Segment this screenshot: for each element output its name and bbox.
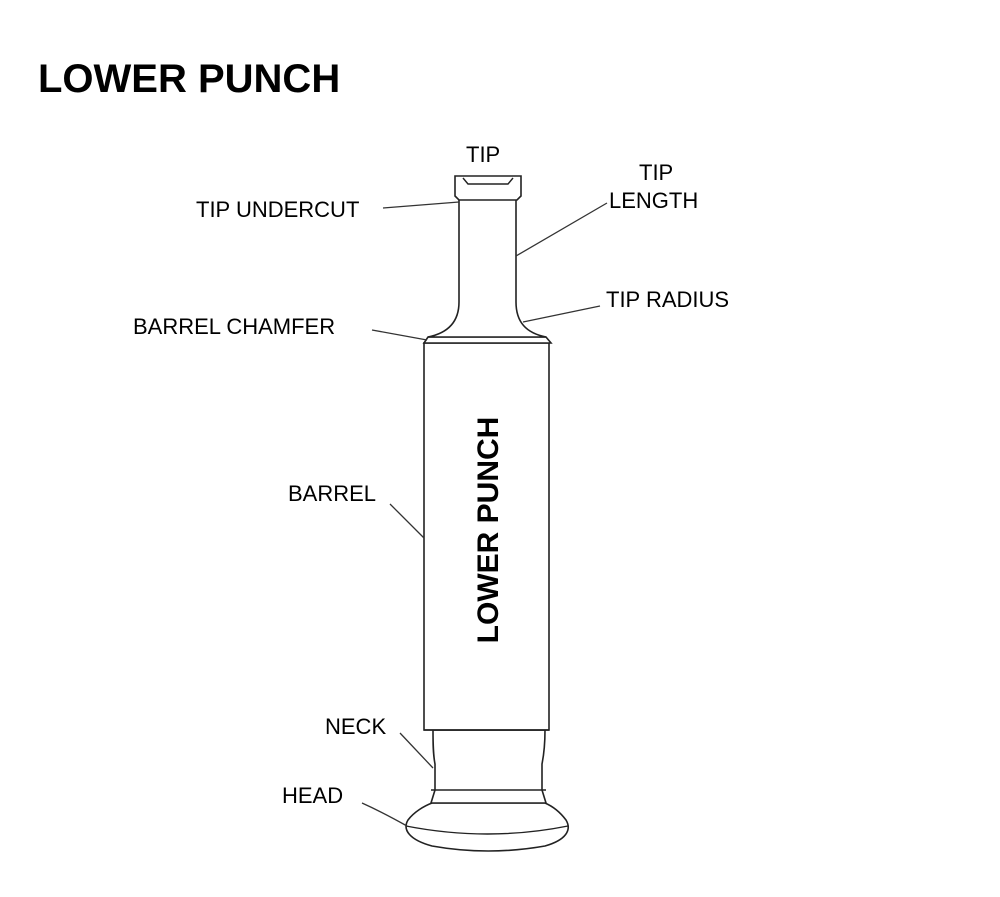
punch-tip	[454, 175, 522, 201]
label-neck: NECK	[325, 714, 386, 739]
leader-head	[361, 802, 408, 827]
label-tip-radius: TIP RADIUS	[606, 287, 729, 312]
punch-head	[405, 802, 569, 852]
leader-neck	[399, 732, 434, 769]
diagram-title: LOWER PUNCH	[38, 57, 340, 101]
barrel-body-text: LOWER PUNCH	[472, 417, 505, 644]
head-edge-line	[405, 825, 569, 835]
tip-face-detail	[462, 177, 514, 185]
label-barrel: BARREL	[288, 481, 376, 506]
leader-tip-undercut	[382, 201, 460, 209]
label-tip-length-line2: LENGTH	[609, 188, 698, 213]
leader-tip-radius	[522, 305, 601, 323]
leader-tip-length	[515, 202, 608, 257]
label-tip: TIP	[466, 142, 500, 167]
punch-barrel	[423, 342, 550, 731]
label-head: HEAD	[282, 783, 343, 808]
label-tip-length-line1: TIP	[639, 160, 673, 185]
leader-barrel	[389, 503, 425, 539]
label-barrel-chamfer: BARREL CHAMFER	[133, 314, 335, 339]
label-tip-undercut: TIP UNDERCUT	[196, 197, 359, 222]
punch-neck	[429, 729, 548, 804]
barrel-chamfer	[422, 336, 553, 344]
leader-barrel-chamfer	[371, 329, 428, 341]
punch-tip-stem	[427, 198, 547, 338]
